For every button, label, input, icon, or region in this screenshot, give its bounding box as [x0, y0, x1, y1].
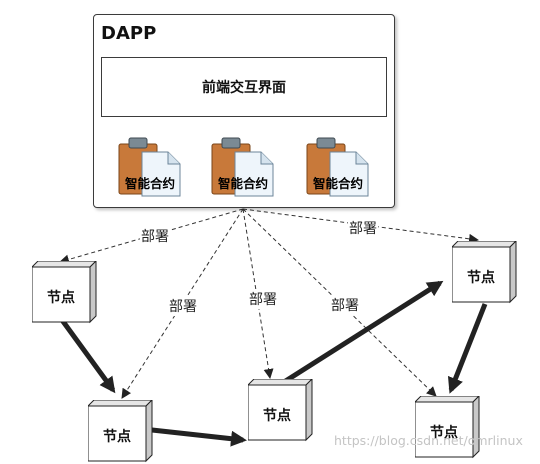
node-links [59, 280, 488, 447]
node-label: 节点 [430, 425, 458, 441]
clipboard-document-icon [118, 137, 181, 197]
node-5: 节点 [452, 241, 520, 305]
frontend-ui-box: 前端交互界面 [101, 57, 387, 117]
smart-contract-3: 智能合约 [306, 136, 370, 198]
link-node2-to-node3 [151, 427, 247, 447]
node-cube-icon [32, 261, 97, 324]
smart-contract-label: 智能合约 [217, 176, 268, 191]
clipboard-document-icon [306, 137, 369, 197]
node-2: 节点 [88, 400, 156, 464]
node-cube-icon [452, 241, 517, 304]
node-label: 节点 [263, 408, 291, 424]
watermark-text: https://blog.csdn.net/omrlinux [334, 433, 523, 448]
node-cube-icon [248, 379, 313, 442]
node-label: 节点 [103, 429, 131, 445]
node-label: 节点 [47, 290, 75, 306]
node-cube-icon [88, 400, 153, 463]
deploy-arrow-to-node-5 [242, 208, 479, 244]
node-label: 节点 [467, 270, 495, 286]
smart-contract-label: 智能合约 [124, 176, 175, 191]
frontend-ui-label: 前端交互界面 [202, 80, 286, 96]
node-4: 节点 [415, 396, 483, 460]
link-node1-to-node2 [59, 318, 116, 394]
smart-contract-2: 智能合约 [211, 136, 275, 198]
link-node5-to-node4 [447, 303, 488, 394]
node-cube-icon [415, 396, 480, 459]
deploy-label-4: 部署 [330, 295, 360, 315]
smart-contract-label: 智能合约 [312, 176, 363, 191]
node-3: 节点 [248, 379, 316, 443]
deploy-label-2: 部署 [168, 296, 198, 316]
node-1: 节点 [32, 261, 100, 325]
deploy-label-5: 部署 [348, 218, 378, 238]
deploy-label-1: 部署 [140, 226, 170, 246]
link-node3-to-node5 [282, 280, 444, 385]
deploy-arrow-to-node-1 [59, 208, 244, 265]
deploy-label-3: 部署 [248, 289, 278, 309]
dapp-title: DAPP [101, 23, 157, 44]
clipboard-document-icon [211, 137, 274, 197]
smart-contract-1: 智能合约 [118, 136, 182, 198]
